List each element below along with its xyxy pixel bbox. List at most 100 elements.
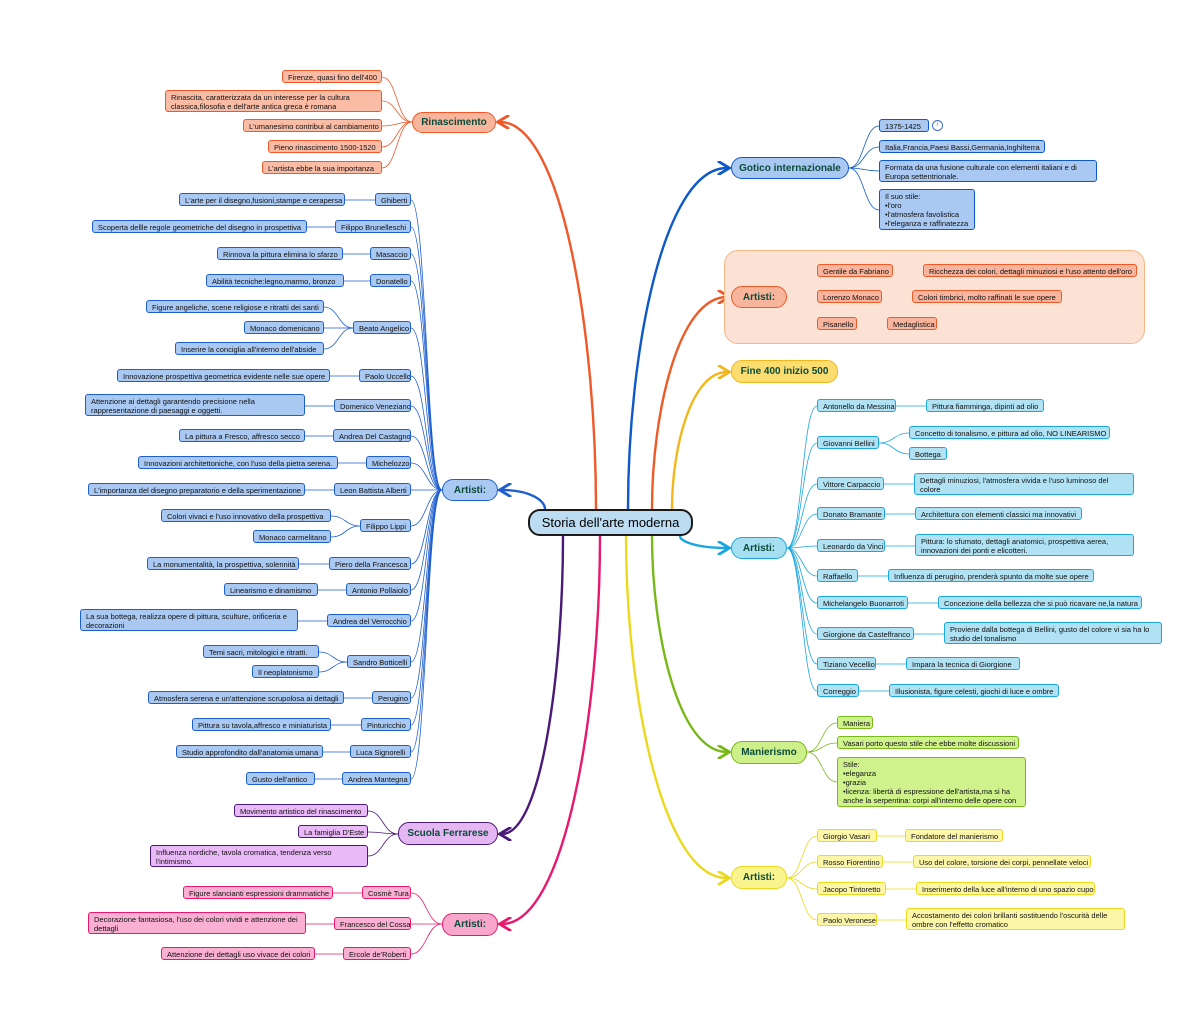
artist-note[interactable]: Abilità tecniche:legno,marmo, bronzo: [206, 274, 344, 287]
artist-name[interactable]: Giovanni Bellini: [817, 436, 879, 449]
artist-name[interactable]: Donatello: [370, 274, 411, 287]
artist-name[interactable]: Antonello da Messina: [817, 399, 896, 412]
artist-name[interactable]: Perugino: [372, 691, 411, 704]
central-topic[interactable]: Storia dell'arte moderna: [528, 509, 693, 536]
artist-note[interactable]: Colori timbrici, molto raffinati le sue …: [912, 290, 1062, 303]
artist-name[interactable]: Ghiberti: [375, 193, 411, 206]
artist-note[interactable]: La pittura a Fresco, affresco secco: [179, 429, 305, 442]
artist-name[interactable]: Andrea Del Castagno: [333, 429, 411, 442]
artist-note[interactable]: Bottega: [909, 447, 947, 460]
artist-note[interactable]: Inserire la conciglia all'interno dell'a…: [175, 342, 324, 355]
artist-note[interactable]: Accostamento dei colori brillanti sostit…: [906, 908, 1125, 930]
artist-name[interactable]: Beato Angelico: [353, 321, 411, 334]
gotico-item[interactable]: Formata da una fusione culturale con ele…: [879, 160, 1097, 182]
artist-note[interactable]: Inserimento della luce all'interno di un…: [916, 882, 1095, 895]
artist-note[interactable]: Temi sacri, mitologici e ritratti.: [203, 645, 319, 658]
artist-note[interactable]: Monaco carmelitano: [253, 530, 331, 543]
artist-name[interactable]: Filippo Brunelleschi: [335, 220, 411, 233]
artist-name[interactable]: Pinturicchio: [361, 718, 411, 731]
artist-note[interactable]: Figure angeliche, scene religiose e ritr…: [146, 300, 324, 313]
ferrarese-item[interactable]: Movimento artistico del rinascimento: [234, 804, 368, 817]
artist-name[interactable]: Cosmè Tura: [362, 886, 411, 899]
topic-gotico[interactable]: Gotico internazionale: [731, 157, 849, 179]
artist-name[interactable]: Paolo Uccello: [359, 369, 411, 382]
artist-note[interactable]: Studio approfondito dall'anatomia umana: [176, 745, 323, 758]
artist-name[interactable]: Andrea del Verrocchio: [327, 614, 411, 627]
rinascimento-item[interactable]: Pieno rinascimento 1500-1520: [268, 140, 382, 153]
artist-name[interactable]: Lorenzo Monaco: [817, 290, 882, 303]
topic-rinascimento[interactable]: Rinascimento: [412, 112, 496, 133]
artist-name[interactable]: Raffaello: [817, 569, 858, 582]
artist-note[interactable]: Linearismo e dinamismo: [224, 583, 318, 596]
artist-name[interactable]: Correggio: [817, 684, 859, 697]
artist-name[interactable]: Leon Battista Alberti: [334, 483, 411, 496]
artist-note[interactable]: Innovazioni architettoniche, con l'uso d…: [138, 456, 338, 469]
artist-note[interactable]: Concezione della bellezza che si può ric…: [938, 596, 1142, 609]
artist-note[interactable]: Monaco domenicano: [244, 321, 324, 334]
artist-note[interactable]: Scoperta dellle regole geometriche del d…: [92, 220, 307, 233]
rinascimento-item[interactable]: L'artista ebbe la sua importanza: [262, 161, 382, 174]
artist-note[interactable]: Pittura fiamminga, dipinti ad olio: [926, 399, 1044, 412]
gotico-item[interactable]: Italia,Francia,Paesi Bassi,Germania,Ingh…: [879, 140, 1045, 153]
artist-note[interactable]: Pittura su tavola,affresco e miniaturist…: [192, 718, 331, 731]
topic-fine400[interactable]: Fine 400 inizio 500: [731, 360, 838, 383]
artist-note[interactable]: Decorazione fantasiosa, l'uso dei colori…: [88, 912, 306, 934]
ferrarese-item[interactable]: Influenza nordiche, tavola cromatica, te…: [150, 845, 368, 867]
artist-name[interactable]: Giorgio Vasari: [817, 829, 877, 842]
artist-note[interactable]: Dettagli minuziosi, l'atmosfera vivida e…: [914, 473, 1134, 495]
artist-note[interactable]: Pittura: lo sfumato, dettagli anatomici,…: [915, 534, 1134, 556]
info-badge-icon[interactable]: i: [932, 120, 943, 131]
artist-note[interactable]: Atmosfera serena e un'attenzione scrupol…: [148, 691, 344, 704]
gotico-item[interactable]: 1375-1425: [879, 119, 929, 132]
artist-name[interactable]: Jacopo Tintoretto: [817, 882, 886, 895]
artist-name[interactable]: Donato Bramante: [817, 507, 885, 520]
manierismo-item[interactable]: Stile: •eleganza •grazia •licenza: liber…: [837, 757, 1026, 807]
artist-name[interactable]: Tiziano Vecellio: [817, 657, 876, 670]
artist-name[interactable]: Michelozzo: [366, 456, 411, 469]
artist-name[interactable]: Rosso Fiorentino: [817, 855, 883, 868]
artist-note[interactable]: Innovazione prospettiva geometrica evide…: [117, 369, 330, 382]
artist-name[interactable]: Francesco del Cossa: [334, 917, 411, 930]
artist-name[interactable]: Vittore Carpaccio: [817, 477, 884, 490]
artist-name[interactable]: Antonio Pollaiolo: [346, 583, 411, 596]
artist-note[interactable]: Attenzione dei dettagli uso vivace dei c…: [161, 947, 315, 960]
topic-artisti-gotico[interactable]: Artisti:: [731, 286, 787, 308]
artist-note[interactable]: Il neoplatonismo: [252, 665, 319, 678]
artist-note[interactable]: Medaglistica: [887, 317, 937, 330]
ferrarese-item[interactable]: La famiglia D'Este: [298, 825, 368, 838]
rinascimento-item[interactable]: Rinascita, caratterizzata da un interess…: [165, 90, 382, 112]
artist-note[interactable]: Colori vivaci e l'uso innovativo della p…: [161, 509, 331, 522]
artist-name[interactable]: Sandro Botticelli: [347, 655, 411, 668]
gotico-item[interactable]: Il suo stile: •l'oro •l'atmosfera favoli…: [879, 189, 975, 230]
rinascimento-item[interactable]: Firenze, quasi fino dell'400: [282, 70, 382, 83]
artist-note[interactable]: L'arte per il disegno,fusioni,stampe e c…: [179, 193, 345, 206]
artist-note[interactable]: Concetto di tonalismo, e pittura ad olio…: [909, 426, 1110, 439]
artist-note[interactable]: La sua bottega, realizza opere di pittur…: [80, 609, 298, 631]
manierismo-item[interactable]: Vasari porto questo stile che ebbe molte…: [837, 736, 1019, 749]
artist-name[interactable]: Andrea Mantegna: [342, 772, 411, 785]
artist-note[interactable]: Rinnova la pittura elimina lo sfarzo: [217, 247, 343, 260]
topic-artisti-rinascimento[interactable]: Artisti:: [442, 479, 498, 501]
artist-note[interactable]: Architettura con elementi classici ma in…: [915, 507, 1082, 520]
artist-note[interactable]: La monumentalità, la prospettiva, solenn…: [147, 557, 299, 570]
artist-name[interactable]: Gentile da Fabriano: [817, 264, 893, 277]
topic-manierismo[interactable]: Manierismo: [731, 741, 807, 764]
artist-name[interactable]: Giorgione da Castelfranco: [817, 627, 914, 640]
artist-name[interactable]: Domenico Veneziano: [334, 399, 411, 412]
artist-note[interactable]: Attenzione ai dettagli garantendo precis…: [85, 394, 305, 416]
artist-name[interactable]: Filippo Lippi: [360, 519, 411, 532]
artist-note[interactable]: L'importanza del disegno preparatorio e …: [88, 483, 305, 496]
artist-note[interactable]: Proviene dalla bottega di Bellini, gusto…: [944, 622, 1162, 644]
topic-artisti-fine400[interactable]: Artisti:: [731, 537, 787, 559]
rinascimento-item[interactable]: L'umanesimo contribui al cambiamento: [243, 119, 382, 132]
artist-note[interactable]: Gusto dell'antico: [246, 772, 315, 785]
artist-name[interactable]: Leonardo da Vinci: [817, 539, 885, 552]
topic-artisti-ferrarese[interactable]: Artisti:: [442, 913, 498, 936]
topic-scuola-ferrarese[interactable]: Scuola Ferrarese: [398, 822, 498, 845]
artist-note[interactable]: Impara la tecnica di Giorgione: [906, 657, 1020, 670]
manierismo-item[interactable]: Maniera: [837, 716, 873, 729]
artist-name[interactable]: Piero della Francesca: [329, 557, 411, 570]
artist-name[interactable]: Michelangelo Buonarroti: [817, 596, 908, 609]
artist-name[interactable]: Masaccio: [370, 247, 411, 260]
artist-name[interactable]: Pisanello: [817, 317, 857, 330]
